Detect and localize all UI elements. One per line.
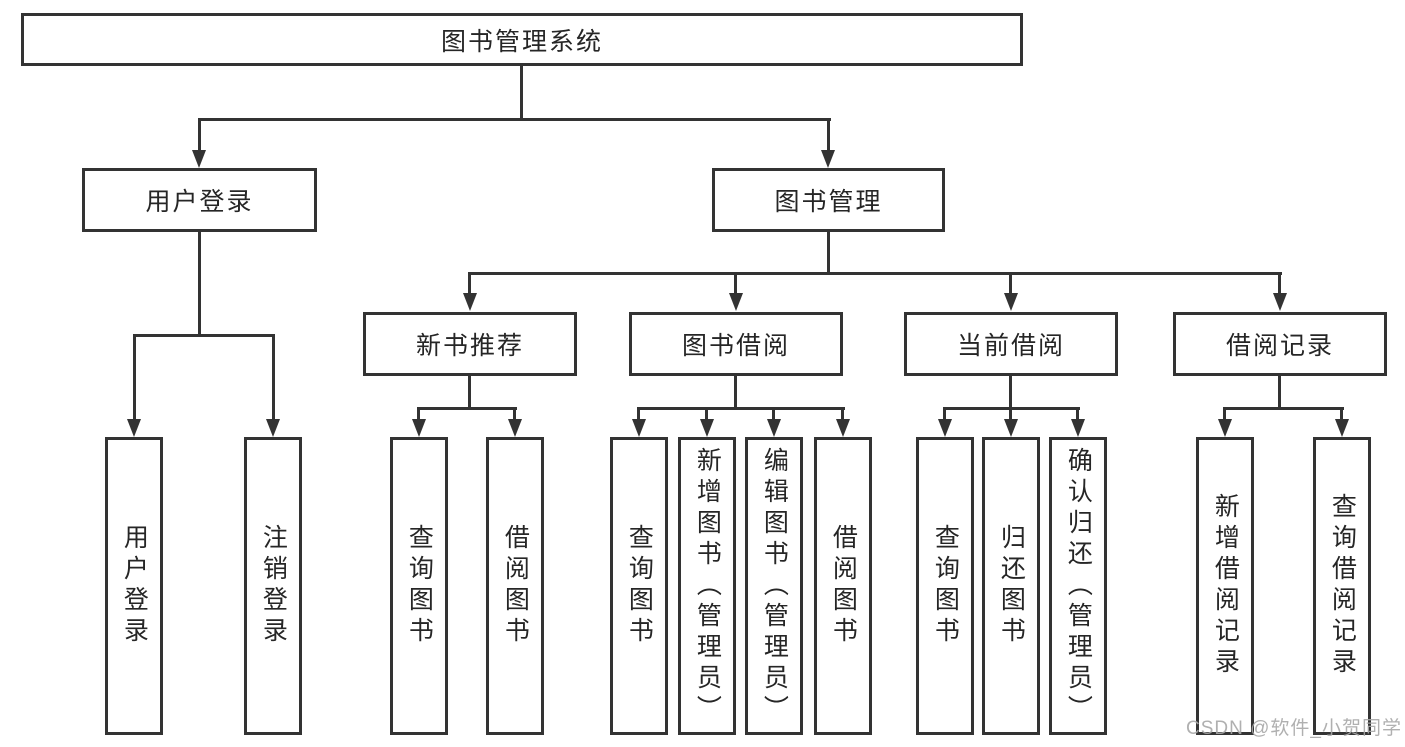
arrow-down-icon xyxy=(1004,293,1018,311)
node-new-book-recommendation: 新书推荐 xyxy=(363,312,577,376)
connector-line xyxy=(637,407,640,421)
node-label: 当前借阅 xyxy=(956,332,1065,360)
node-label: 用户登录 xyxy=(145,188,254,216)
connector-line xyxy=(841,407,844,421)
leaf-user-login: 用户登录 xyxy=(105,437,163,735)
connector-line xyxy=(734,376,737,409)
connector-line xyxy=(1076,407,1079,421)
arrow-down-icon xyxy=(836,419,850,437)
arrow-down-icon xyxy=(938,419,952,437)
leaf-label: 查询借阅记录 xyxy=(1328,493,1357,679)
connector-line xyxy=(1009,376,1012,409)
arrow-down-icon xyxy=(1273,293,1287,311)
connector-line xyxy=(198,118,201,152)
leaf-add-books-admin: 新增图书（管理员） xyxy=(678,437,736,735)
node-label: 新书推荐 xyxy=(415,332,524,360)
connector-line xyxy=(705,407,708,421)
leaf-label: 查询图书 xyxy=(625,524,654,648)
connector-line xyxy=(468,376,471,409)
connector-line xyxy=(1278,272,1281,295)
arrow-down-icon xyxy=(700,419,714,437)
leaf-label: 借阅图书 xyxy=(829,524,858,648)
leaf-query-borrow-record: 查询借阅记录 xyxy=(1313,437,1371,735)
leaf-add-borrow-record: 新增借阅记录 xyxy=(1196,437,1254,735)
leaf-label: 归还图书 xyxy=(997,524,1026,648)
connector-line xyxy=(468,272,1282,275)
node-label: 图书借阅 xyxy=(681,332,790,360)
leaf-confirm-return-admin: 确认归还（管理员） xyxy=(1049,437,1107,735)
connector-line xyxy=(272,334,275,421)
arrow-down-icon xyxy=(1218,419,1232,437)
connector-line xyxy=(468,272,471,295)
leaf-label: 注销登录 xyxy=(259,524,288,648)
leaf-query-books-recommend: 查询图书 xyxy=(390,437,448,735)
arrow-down-icon xyxy=(729,293,743,311)
arrow-down-icon xyxy=(632,419,646,437)
connector-line xyxy=(943,407,946,421)
leaf-label: 查询图书 xyxy=(931,524,960,648)
leaf-label: 编辑图书（管理员） xyxy=(760,446,789,726)
arrow-down-icon xyxy=(1004,419,1018,437)
node-borrowing-records: 借阅记录 xyxy=(1173,312,1387,376)
node-user-login: 用户登录 xyxy=(82,168,317,232)
arrow-down-icon xyxy=(463,293,477,311)
leaf-label: 新增图书（管理员） xyxy=(693,446,722,726)
connector-line xyxy=(1340,407,1343,421)
node-library-management-system: 图书管理系统 xyxy=(21,13,1023,66)
connector-line xyxy=(1223,407,1344,410)
leaf-logout: 注销登录 xyxy=(244,437,302,735)
leaf-label: 借阅图书 xyxy=(501,524,530,648)
connector-line xyxy=(198,232,201,337)
connector-line xyxy=(513,407,516,421)
node-current-borrowing: 当前借阅 xyxy=(904,312,1118,376)
node-book-management: 图书管理 xyxy=(712,168,945,232)
connector-line xyxy=(198,118,831,121)
leaf-label: 确认归还（管理员） xyxy=(1064,446,1093,726)
leaf-edit-books-admin: 编辑图书（管理员） xyxy=(745,437,803,735)
connector-line xyxy=(1009,407,1012,421)
leaf-return-books: 归还图书 xyxy=(982,437,1040,735)
connector-line xyxy=(734,272,737,295)
arrow-down-icon xyxy=(767,419,781,437)
arrow-down-icon xyxy=(127,419,141,437)
arrow-down-icon xyxy=(192,150,206,168)
arrow-down-icon xyxy=(266,419,280,437)
leaf-query-books-current: 查询图书 xyxy=(916,437,974,735)
node-label: 借阅记录 xyxy=(1225,332,1334,360)
arrow-down-icon xyxy=(508,419,522,437)
connector-line xyxy=(1223,407,1226,421)
connector-line xyxy=(417,407,517,410)
arrow-down-icon xyxy=(412,419,426,437)
node-book-borrowing: 图书借阅 xyxy=(629,312,843,376)
connector-line xyxy=(133,334,136,421)
leaf-query-books-borrowing: 查询图书 xyxy=(610,437,668,735)
leaf-borrow-books-recommend: 借阅图书 xyxy=(486,437,544,735)
connector-line xyxy=(827,118,830,152)
node-label: 图书管理 xyxy=(774,188,883,216)
connector-line xyxy=(827,232,830,275)
node-label: 图书管理系统 xyxy=(440,27,603,56)
leaf-borrow-books-borrowing: 借阅图书 xyxy=(814,437,872,735)
connector-line xyxy=(637,407,845,410)
connector-line xyxy=(1278,376,1281,409)
arrow-down-icon xyxy=(1071,419,1085,437)
connector-line xyxy=(772,407,775,421)
arrow-down-icon xyxy=(821,150,835,168)
connector-line xyxy=(417,407,420,421)
connector-line xyxy=(520,64,523,120)
leaf-label: 查询图书 xyxy=(405,524,434,648)
connector-line xyxy=(133,334,275,337)
leaf-label: 用户登录 xyxy=(120,524,149,648)
arrow-down-icon xyxy=(1335,419,1349,437)
csdn-watermark: CSDN @软件_小贺同学 xyxy=(1186,718,1402,739)
connector-line xyxy=(1009,272,1012,295)
leaf-label: 新增借阅记录 xyxy=(1211,493,1240,679)
